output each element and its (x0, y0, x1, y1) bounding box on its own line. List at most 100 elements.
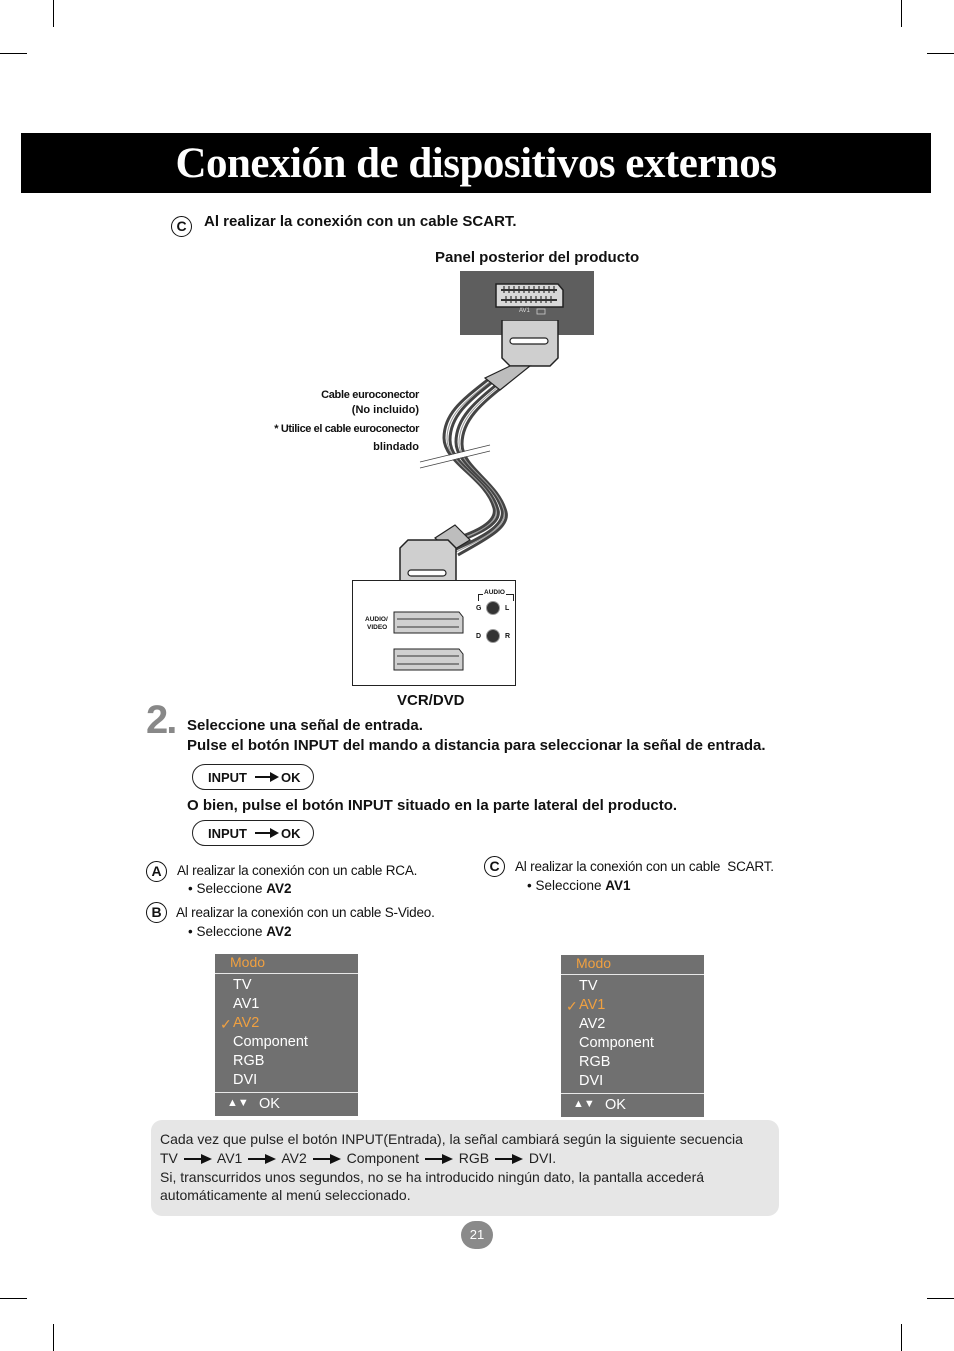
rca-jack-icon (486, 601, 500, 615)
page-number: 21 (461, 1221, 493, 1249)
note-sequence: TV AV1 AV2 Component RGB DVI. (160, 1150, 556, 1166)
cable-label: Cable euroconector (321, 389, 419, 401)
option-b-text: Al realizar la conexión con un cable S-V… (176, 905, 435, 920)
scart-cable-icon (399, 320, 559, 591)
step-line-1: Seleccione una señal de entrada. (187, 717, 423, 734)
menu-item[interactable]: RGB (233, 1053, 265, 1069)
menu-item[interactable]: TV (579, 978, 598, 994)
crop-mark (927, 53, 954, 54)
menu-item[interactable]: AV2 (579, 1016, 606, 1032)
scart-socket-icon (393, 611, 464, 671)
crop-mark (53, 0, 54, 27)
menu-item[interactable]: TV (233, 977, 252, 993)
select-prefix: • Seleccione (527, 878, 606, 893)
pill-input-text: INPUT (208, 826, 247, 841)
menu-item[interactable]: DVI (579, 1073, 604, 1089)
rca-jack-icon (486, 629, 500, 643)
pill-input-text: INPUT (208, 770, 247, 785)
option-a-text: Al realizar la conexión con un cable RCA… (177, 863, 418, 878)
menu-header-text: Modo (576, 955, 612, 971)
sequence-item: Component (346, 1150, 419, 1166)
check-icon: ✓ (220, 1016, 232, 1032)
menu-item-selected[interactable]: AV1 (579, 997, 606, 1013)
option-c-text: Al realizar la conexión con un cable SCA… (515, 859, 774, 874)
option-c-select: • Seleccione AV1 (527, 878, 631, 893)
sequence-item: DVI. (528, 1150, 557, 1166)
sequence-item: TV (160, 1150, 178, 1166)
badge-c: C (484, 856, 505, 877)
menu-item[interactable]: Component (579, 1035, 654, 1051)
input-ok-pill: INPUT OK (192, 820, 314, 846)
arrow-right-icon (494, 1154, 523, 1165)
menu-footer: ▲▼ OK (561, 1093, 704, 1118)
step-alt-line: O bien, pulse el botón INPUT situado en … (187, 797, 678, 814)
arrow-right-icon (312, 1154, 341, 1165)
menu-item[interactable]: Component (233, 1034, 308, 1050)
badge-a: A (146, 861, 167, 882)
select-value: AV2 (266, 881, 292, 896)
page-title: Conexión de dispositivos externos (175, 140, 777, 187)
sequence-item: RGB (458, 1150, 490, 1166)
audio-video-label: VIDEO (367, 624, 388, 631)
audio-label: AUDIO (483, 589, 506, 596)
menu-header-text: Modo (230, 954, 266, 970)
sequence-item: AV2 (281, 1150, 307, 1166)
check-icon: ✓ (566, 998, 578, 1014)
menu-item[interactable]: AV1 (233, 996, 260, 1012)
pill-ok-text: OK (281, 770, 301, 785)
note-line-4: automáticamente al menú seleccionado. (160, 1187, 411, 1203)
menu-item[interactable]: DVI (233, 1072, 258, 1088)
input-ok-pill: INPUT OK (192, 764, 314, 790)
scart-socket-icon (495, 283, 564, 315)
osd-menu-left: Modo TV AV1 ✓ AV2 Component RGB DVI ▲▼ O… (215, 954, 358, 1116)
menu-item[interactable]: RGB (579, 1054, 611, 1070)
crop-mark (901, 0, 902, 27)
arrow-right-icon (255, 828, 279, 838)
title-bar: Conexión de dispositivos externos (21, 133, 931, 193)
crop-mark (0, 1298, 27, 1299)
audio-d-label: D (476, 633, 482, 640)
audio-l-label: L (505, 605, 510, 612)
select-value: AV1 (605, 878, 631, 893)
crop-mark (901, 1324, 902, 1351)
step-line-2: Pulse el botón INPUT del mando a distanc… (187, 737, 766, 754)
audio-g-label: G (476, 605, 482, 612)
badge-c: C (171, 216, 192, 237)
arrow-right-icon (248, 1154, 277, 1165)
audio-r-label: R (505, 633, 511, 640)
arrow-right-icon (183, 1154, 212, 1165)
sequence-item: AV1 (216, 1150, 243, 1166)
menu-item-selected[interactable]: AV2 (233, 1015, 260, 1031)
select-prefix: • Seleccione (188, 881, 267, 896)
vcr-dvd-panel: AUDIO/ VIDEO AUDIO G L D R (352, 580, 516, 686)
badge-b: B (146, 902, 167, 923)
option-b-select: • Seleccione AV2 (188, 924, 292, 939)
option-a-select: • Seleccione AV2 (188, 881, 292, 896)
menu-header: Modo (215, 954, 358, 974)
up-down-icon: ▲▼ (227, 1097, 249, 1109)
select-value: AV2 (266, 924, 292, 939)
cable-note: * Utilice el cable euroconector (274, 423, 419, 435)
device-label: VCR/DVD (397, 692, 465, 709)
port-label: AV1 (519, 308, 530, 314)
note-line-1: Cada vez que pulse el botón INPUT(Entrad… (160, 1131, 743, 1147)
menu-footer-ok: OK (605, 1097, 626, 1113)
panel-label: Panel posterior del producto (435, 249, 640, 266)
select-prefix: • Seleccione (188, 924, 267, 939)
note-box: Cada vez que pulse el botón INPUT(Entrad… (151, 1120, 779, 1216)
crop-mark (0, 53, 27, 54)
menu-header: Modo (561, 955, 704, 975)
arrow-right-icon (424, 1154, 453, 1165)
osd-menu-right: Modo TV ✓ AV1 AV2 Component RGB DVI ▲▼ O… (561, 955, 704, 1117)
menu-footer: ▲▼ OK (215, 1092, 358, 1117)
cable-label-sub: (No incluido) (351, 404, 419, 416)
up-down-icon: ▲▼ (573, 1098, 595, 1110)
cable-note-sub: blindado (373, 441, 419, 453)
arrow-right-icon (255, 772, 279, 782)
section-heading: Al realizar la conexión con un cable SCA… (204, 213, 517, 230)
note-line-3: Si, transcurridos unos segundos, no se h… (160, 1169, 705, 1185)
step-number: 2. (146, 698, 177, 742)
crop-mark (927, 1298, 954, 1299)
menu-footer-ok: OK (259, 1096, 280, 1112)
audio-video-label: AUDIO/ (365, 616, 388, 623)
